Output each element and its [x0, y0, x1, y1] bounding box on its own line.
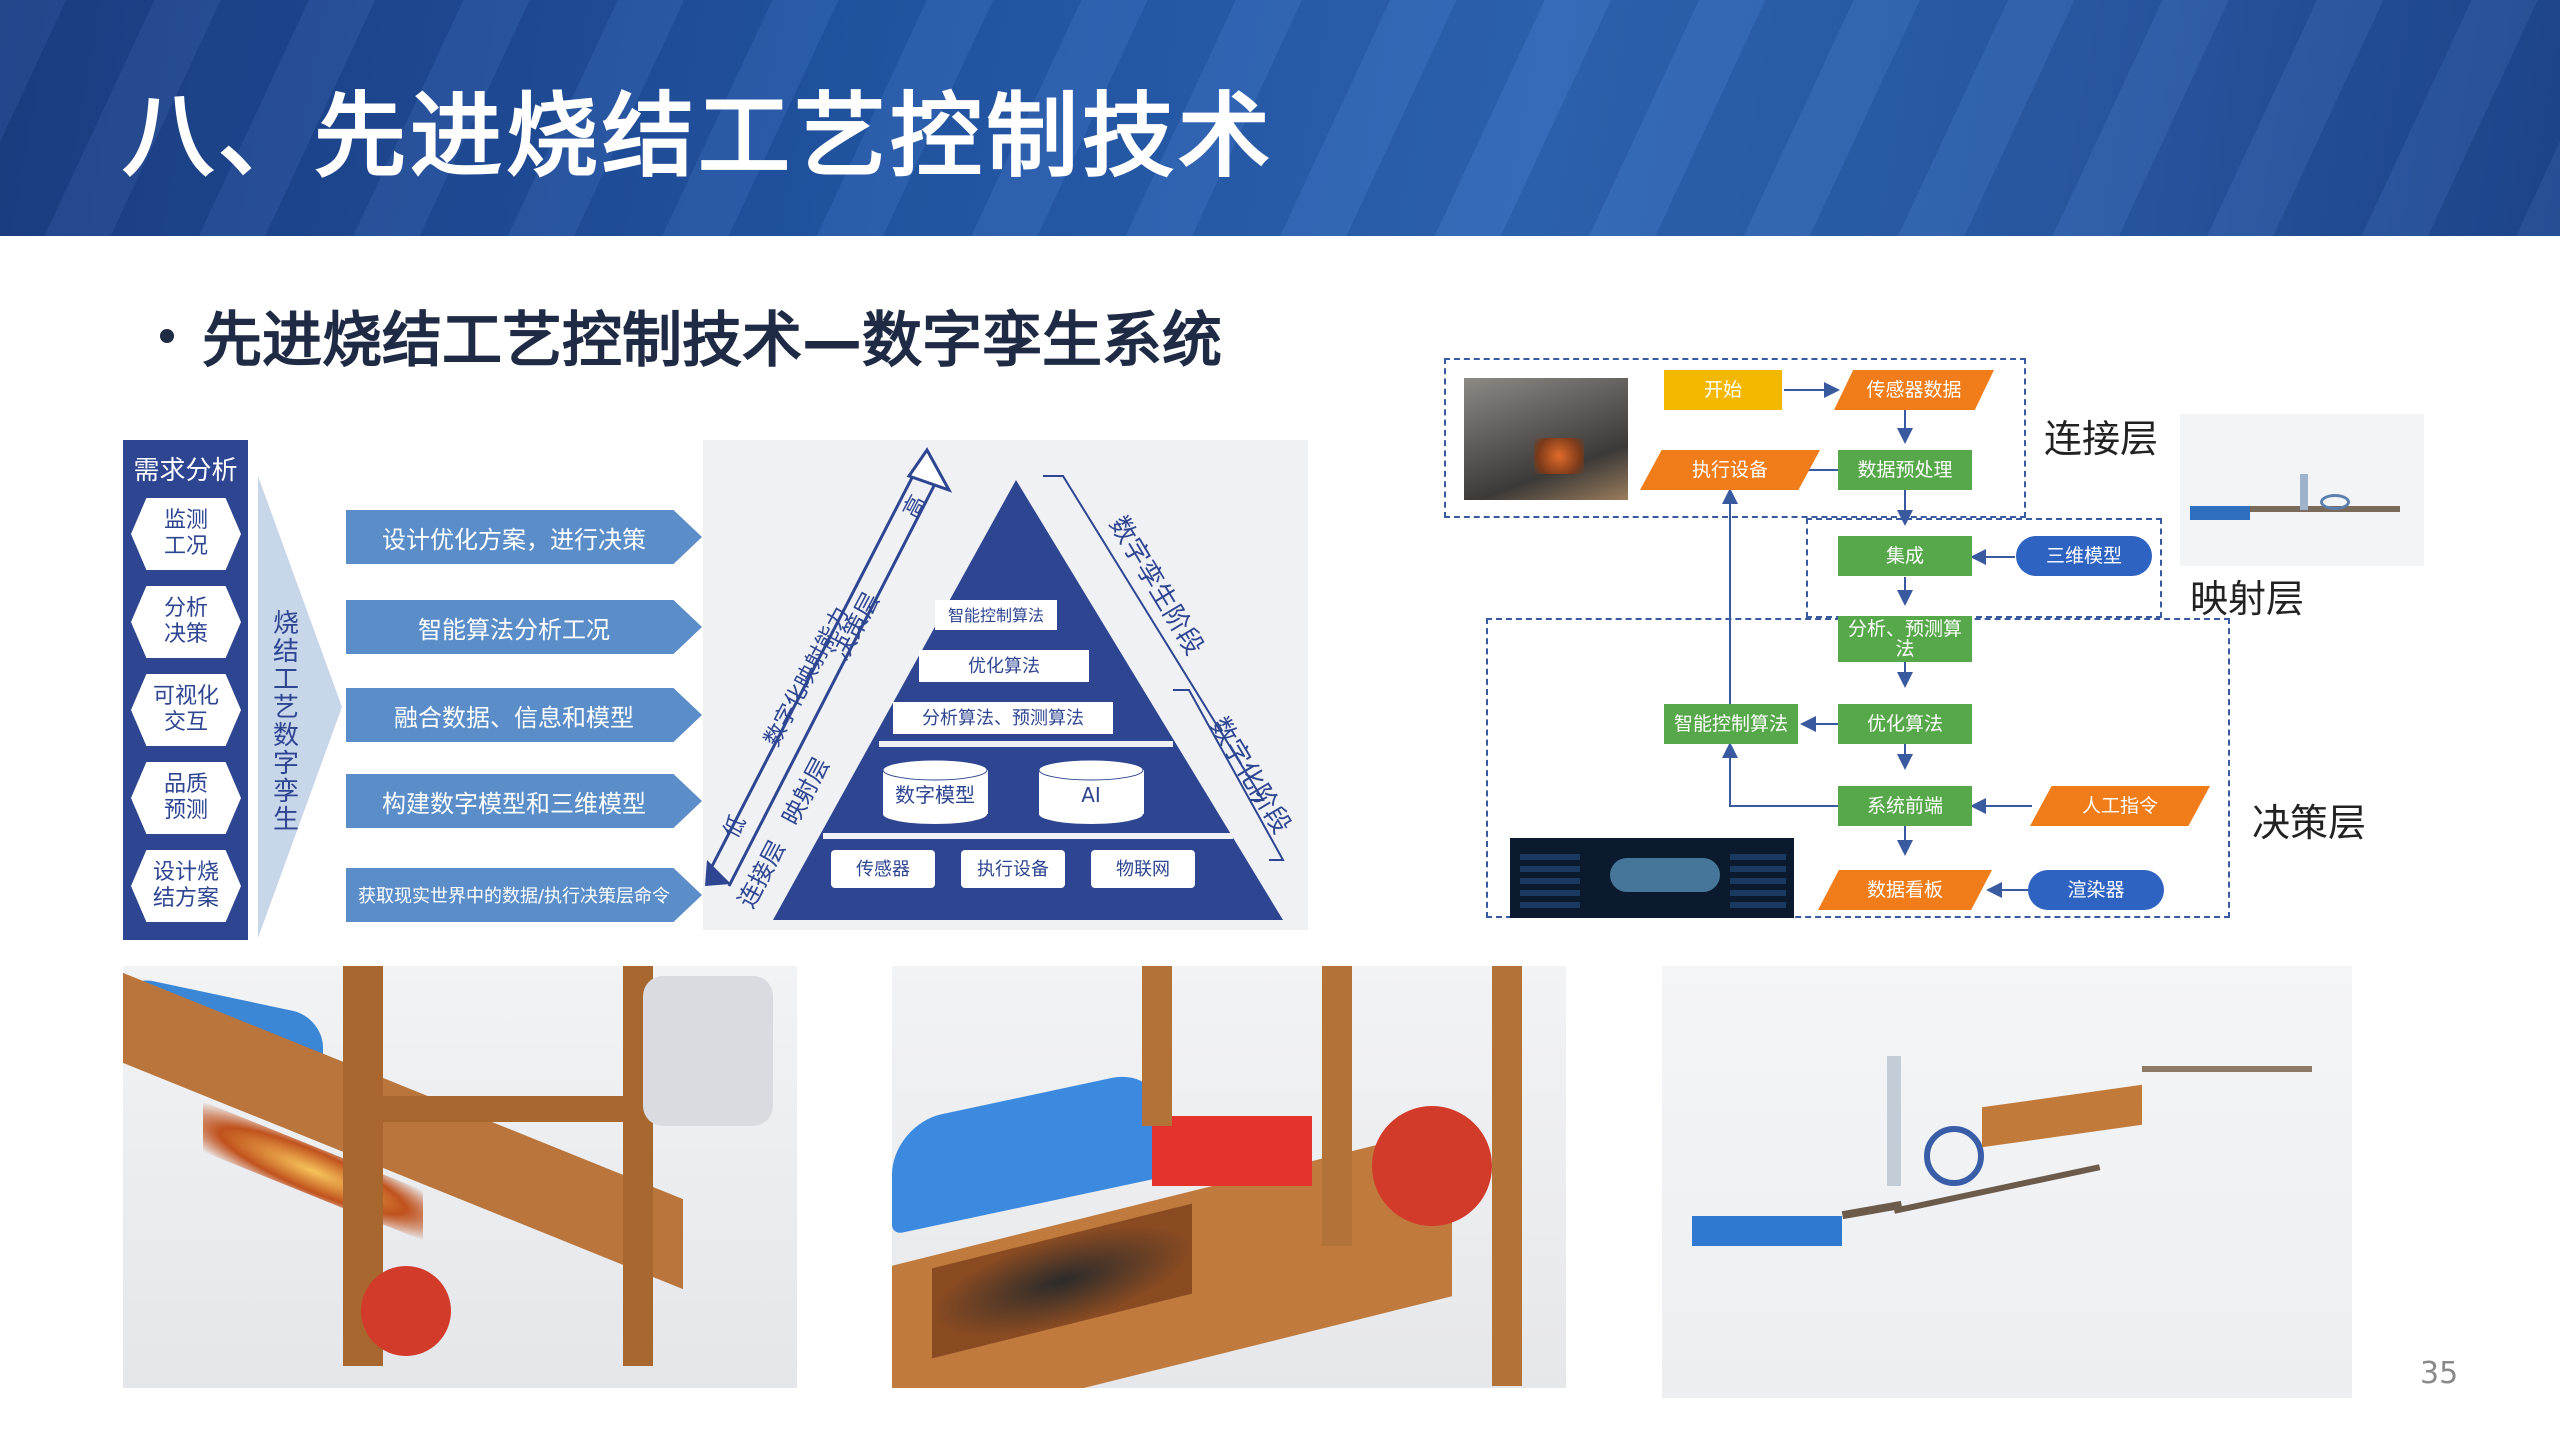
sinter-machine-render-2 — [892, 966, 1566, 1388]
flow-3d-model: 三维模型 — [2016, 536, 2152, 576]
demand-head: 需求分析 — [133, 456, 238, 486]
flow-frontend: 系统前端 — [1838, 786, 1972, 826]
sinter-plant-overview-render — [1662, 966, 2352, 1398]
flow-manual-command: 人工指令 — [2030, 786, 2210, 826]
flow-preprocess: 数据预处理 — [1838, 450, 1972, 490]
database-icon: AI — [1038, 759, 1144, 824]
layer-label: 连接层 — [733, 836, 792, 913]
plant-model-thumbnail — [2180, 414, 2424, 566]
demand-item: 可视化交互 — [131, 674, 241, 746]
flow-renderer: 渲染器 — [2028, 870, 2164, 910]
low-label: 低 — [719, 811, 751, 842]
flow-sensor-data: 传感器数据 — [1834, 370, 1994, 410]
demand-item: 品质预测 — [131, 762, 241, 834]
step-arrow: 融合数据、信息和模型 — [346, 688, 702, 742]
svg-text:物联网: 物联网 — [1116, 859, 1170, 880]
connect-layer-frame — [1444, 358, 2026, 518]
demand-item: 监测工况 — [131, 498, 241, 570]
step-arrow: 智能算法分析工况 — [346, 600, 702, 654]
svg-text:执行设备: 执行设备 — [977, 859, 1049, 880]
page-title: 八、先进烧结工艺控制技术 — [122, 83, 1275, 190]
demand-item: 分析决策 — [131, 586, 241, 658]
flow-actuator: 执行设备 — [1640, 450, 1820, 490]
capability-arrow — [705, 447, 953, 887]
decision-layer-label: 决策层 — [2252, 801, 2367, 845]
header-banner — [0, 0, 2560, 236]
database-icon: 数字模型 — [882, 759, 988, 824]
pyramid-box: 智能控制算法 — [935, 600, 1057, 630]
svg-text:传感器: 传感器 — [856, 859, 910, 880]
dashboard-thumbnail — [1510, 838, 1794, 918]
mapping-layer-label: 映射层 — [2190, 577, 2305, 621]
subtitle: 先进烧结工艺控制技术—数字孪生系统 — [160, 292, 1222, 379]
vertical-label: 烧结工艺数字孪生 — [272, 609, 299, 835]
page-number: 35 — [2420, 1356, 2459, 1391]
pyramid-box: 分析算法、预测算法 — [893, 702, 1113, 734]
step-arrow: 设计优化方案，进行决策 — [346, 510, 702, 564]
pyramid-box: 物联网 — [1091, 850, 1195, 888]
factory-photo-thumbnail — [1464, 378, 1628, 500]
svg-text:数字模型: 数字模型 — [895, 783, 975, 807]
connect-layer-label: 连接层 — [2044, 417, 2159, 461]
step-arrow: 构建数字模型和三维模型 — [346, 774, 702, 828]
pyramid-panel: 智能控制算法 优化算法 分析算法、预测算法 数字模型 AI 传感器 执行设备 物… — [703, 440, 1308, 930]
sinter-machine-render-1 — [123, 966, 797, 1388]
flow-integrate: 集成 — [1838, 536, 1972, 576]
pyramid-box: 优化算法 — [919, 650, 1089, 682]
layer-label: 映射层 — [777, 753, 836, 830]
pyramid-diagram: 智能控制算法 优化算法 分析算法、预测算法 数字模型 AI 传感器 执行设备 物… — [705, 447, 1296, 920]
svg-text:AI: AI — [1081, 783, 1101, 807]
svg-text:优化算法: 优化算法 — [968, 656, 1040, 677]
flow-start: 开始 — [1664, 370, 1782, 410]
mapping-layer-frame — [1806, 518, 2162, 618]
flow-analysis: 分析、预测算法 — [1838, 616, 1972, 662]
pyramid-box: 传感器 — [831, 850, 935, 888]
step-arrow: 获取现实世界中的数据/执行决策层命令 — [346, 868, 702, 922]
demand-analysis-column: 需求分析 监测工况 分析决策 可视化交互 品质预测 设计烧结方案 — [123, 440, 248, 940]
svg-text:智能控制算法: 智能控制算法 — [948, 606, 1044, 625]
demand-item: 设计烧结方案 — [131, 850, 241, 922]
flow-smart-control: 智能控制算法 — [1664, 704, 1798, 744]
svg-text:分析算法、预测算法: 分析算法、预测算法 — [922, 708, 1084, 729]
flow-optimize: 优化算法 — [1838, 704, 1972, 744]
stage-label: 数字孪生阶段 — [1103, 511, 1209, 660]
pyramid-box: 执行设备 — [961, 850, 1065, 888]
flow-dashboard: 数据看板 — [1818, 870, 1992, 910]
subtitle-text: 先进烧结工艺控制技术—数字孪生系统 — [202, 306, 1222, 376]
bullet-icon — [160, 329, 174, 344]
